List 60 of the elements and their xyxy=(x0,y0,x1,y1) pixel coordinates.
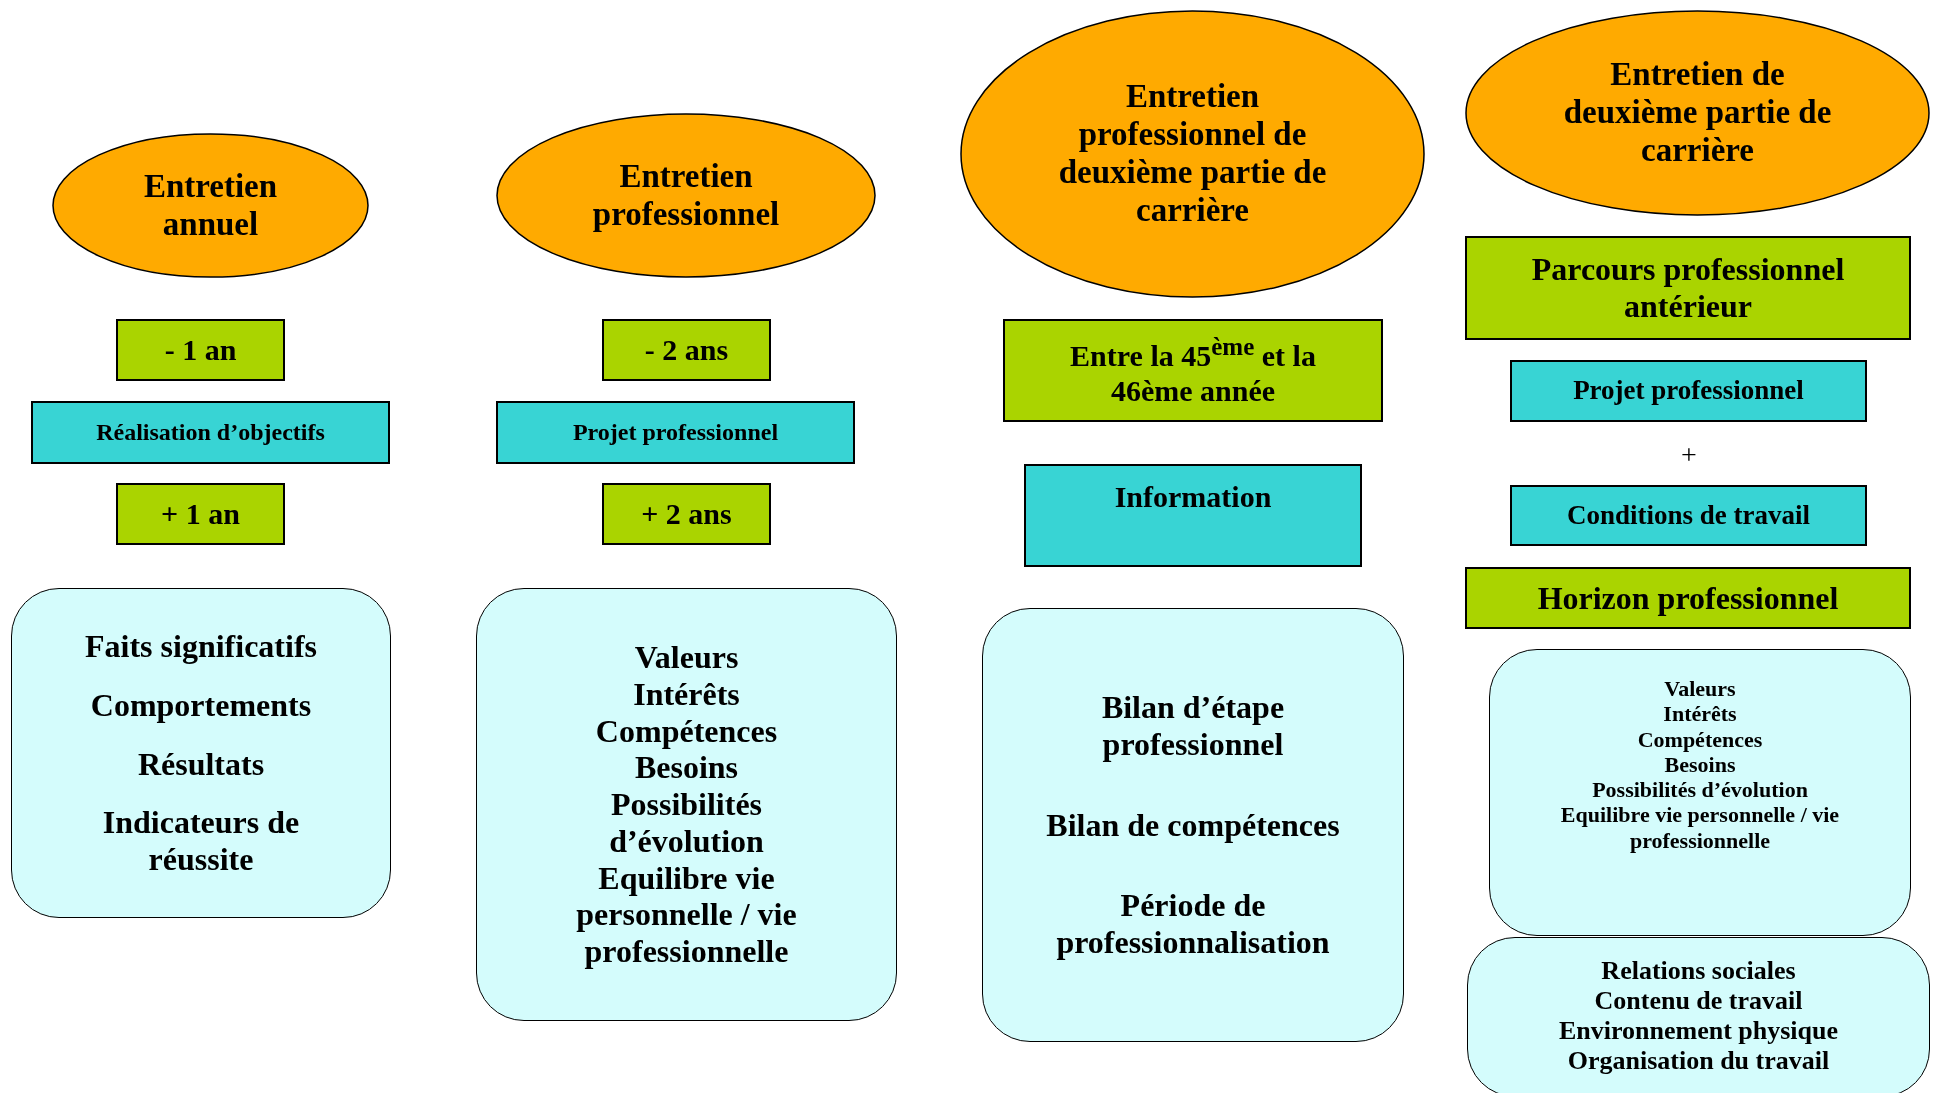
item-text: Entre la 45$^{ème}$ et la 46ème année xyxy=(1069,333,1317,408)
interview-ellipse xyxy=(1465,10,1930,216)
item-text: - 1 an xyxy=(164,332,237,368)
item-text: Parcours professionnel antérieur xyxy=(1530,251,1846,325)
topic-box xyxy=(1024,464,1362,567)
interview-ellipse xyxy=(960,10,1425,298)
item-text: Relations sociales xyxy=(1601,956,1796,986)
item-text: Comportements xyxy=(90,686,312,724)
content-panel xyxy=(476,588,897,1021)
item-text: Projet professionnel xyxy=(1573,375,1804,407)
topic-box xyxy=(1510,360,1867,422)
period-box xyxy=(1465,236,1911,340)
item-text: Horizon professionnel xyxy=(1537,579,1839,617)
item-text: + 1 an xyxy=(161,496,240,532)
content-panel xyxy=(1489,649,1911,936)
item-text: Conditions de travail xyxy=(1567,499,1810,531)
content-panel xyxy=(982,608,1404,1042)
interview-title: Entretien de deuxième partie de carrière xyxy=(1562,56,1833,170)
topic-box xyxy=(496,401,855,464)
item-text: Faits significatifs xyxy=(85,628,317,665)
period-box xyxy=(1465,567,1911,629)
item-text: Réalisation d’objectifs xyxy=(96,418,325,447)
item-text: Possibilités d’évolution xyxy=(608,786,765,860)
interview-title: Entretien professionnel de deuxième partie de carrière xyxy=(1057,78,1328,230)
item-text: + 2 ans xyxy=(641,496,732,532)
item-text: Compétences xyxy=(1637,726,1763,752)
content-panel xyxy=(1467,937,1930,1093)
item-text: Valeurs xyxy=(1664,676,1736,702)
item-text: Intérêts xyxy=(633,675,740,713)
item-text: Intérêts xyxy=(1663,701,1737,727)
interview-ellipse xyxy=(496,113,876,278)
item-text: Equilibre vie personnelle / vie professionnelle xyxy=(575,859,798,971)
item-text: - 2 ans xyxy=(644,332,729,368)
item-text: Projet professionnel xyxy=(572,418,779,447)
period-box xyxy=(116,319,285,381)
period-box xyxy=(602,483,771,545)
topic-box xyxy=(31,401,390,464)
interview-title: Entretien annuel xyxy=(142,167,279,244)
item-text: Valeurs xyxy=(634,638,739,676)
item-text: Contenu de travail xyxy=(1594,985,1803,1016)
item-text: Besoins xyxy=(1664,751,1736,778)
item-text: Période de professionnalisation xyxy=(1055,887,1331,961)
item-text: Environnement physique xyxy=(1558,1015,1839,1046)
item-text: Information xyxy=(1114,480,1272,515)
item-text: Besoins xyxy=(634,749,739,787)
item-text: Indicateurs de réussite xyxy=(101,804,301,878)
item-text: Résultats xyxy=(137,745,265,783)
item-text: Equilibre vie personnelle / vie professionnelle xyxy=(1559,802,1841,854)
item-text: Bilan d’étape professionnel xyxy=(1100,689,1286,763)
period-box xyxy=(602,319,771,381)
item-text: Bilan de compétences xyxy=(1046,806,1340,844)
period-box xyxy=(1003,319,1383,422)
item-text: Organisation du travail xyxy=(1567,1045,1830,1076)
interview-ellipse xyxy=(52,133,369,278)
item-text: Possibilités d’évolution xyxy=(1592,777,1808,803)
content-panel xyxy=(11,588,391,918)
item-text: Compétences xyxy=(595,712,778,750)
period-box xyxy=(116,483,285,545)
topic-box xyxy=(1510,485,1867,546)
interview-title: Entretien professionnel xyxy=(591,157,781,234)
